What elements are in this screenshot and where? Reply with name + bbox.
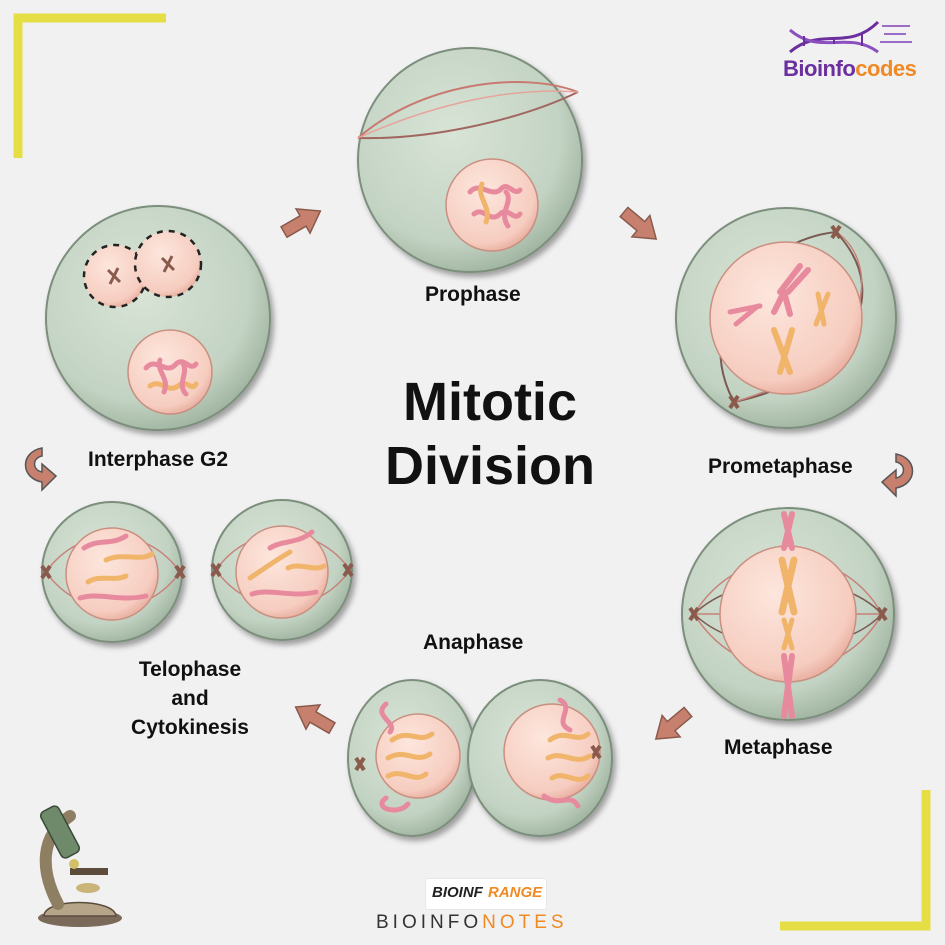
- arrow-to-anaphase-icon: [646, 700, 698, 751]
- telophase-label: Telophase and Cytokinesis: [95, 655, 285, 742]
- diagram-title: Mitotic Division: [330, 370, 650, 498]
- arrow-to-prophase-icon: [276, 198, 329, 245]
- telophase-label-line-3: Cytokinesis: [131, 716, 249, 739]
- interphase-g2-cell: [45, 205, 271, 431]
- metaphase-cell: [681, 507, 895, 721]
- bioinfocodes-brand: Bioinfocodes: [783, 56, 917, 82]
- interphase-g2-label: Interphase G2: [88, 448, 229, 471]
- telophase-label-line-1: Telophase: [138, 658, 242, 681]
- prometaphase-label: Prometaphase: [708, 455, 853, 478]
- bioinforange-logo: BIOINF RANGE: [425, 878, 547, 910]
- brand-top-part-1: Bioinfo: [783, 56, 856, 81]
- prometaphase-cell: [675, 207, 897, 429]
- telophase-label-line-2: and: [171, 687, 209, 710]
- curved-arrow-right-icon: [881, 453, 914, 497]
- dna-logo-icon: [789, 20, 912, 54]
- title-line-1: Mitotic: [403, 372, 577, 432]
- microscope-icon: [38, 805, 122, 927]
- anaphase-label: Anaphase: [423, 631, 524, 654]
- title-line-2: Division: [384, 436, 596, 496]
- arrow-to-telophase-icon: [287, 694, 340, 741]
- arrow-to-prometaphase-icon: [614, 200, 666, 251]
- top-left-corner-accent: [13, 13, 166, 158]
- logo-left-text: BIOINF: [432, 884, 483, 901]
- metaphase-label: Metaphase: [724, 736, 833, 759]
- bottom-right-corner-accent: [780, 790, 931, 931]
- notes-left-text: BIOINFO: [376, 912, 483, 933]
- brand-top-part-2: codes: [855, 56, 917, 81]
- telophase-cell-right: [210, 499, 354, 641]
- prophase-cell: [357, 47, 583, 273]
- curved-arrow-left-icon: [24, 447, 57, 491]
- logo-right-text: RANGE: [488, 884, 543, 901]
- anaphase-cell: [347, 679, 613, 837]
- telophase-cell-left: [40, 501, 186, 643]
- prophase-label: Prophase: [425, 283, 521, 306]
- notes-right-text: NOTES: [482, 912, 568, 933]
- bioinfonotes-brand: BIOINFONOTES: [376, 912, 568, 934]
